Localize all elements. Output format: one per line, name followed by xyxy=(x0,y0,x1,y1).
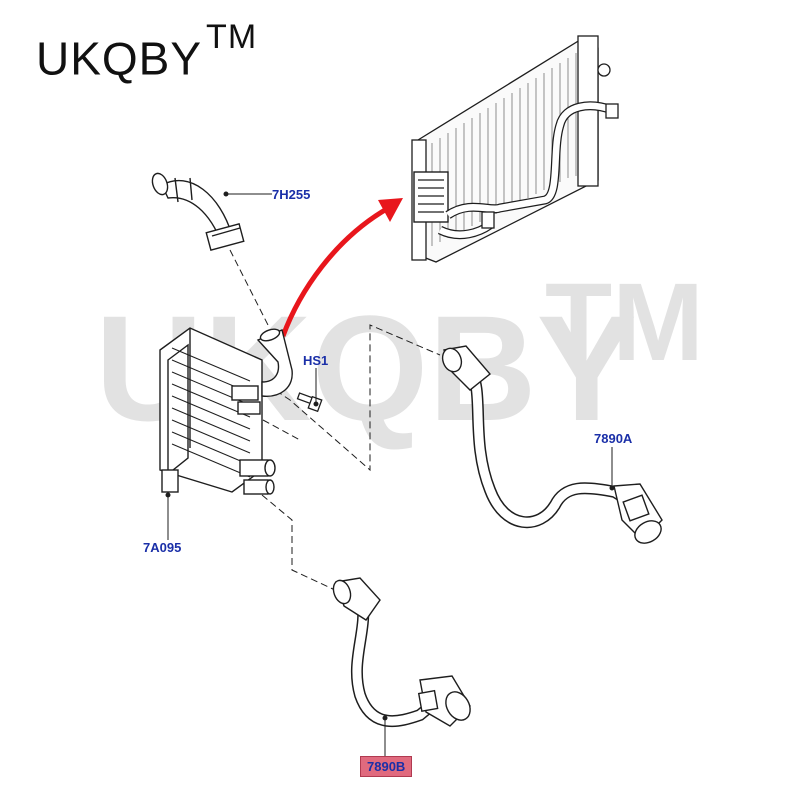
watermark-tm: TM xyxy=(545,261,704,384)
brand-name: UKQBY xyxy=(36,32,203,85)
transmission-cooler-hose-a-icon xyxy=(441,345,663,544)
brand-trademark: TM xyxy=(206,18,258,56)
callout-7a095: 7A095 xyxy=(143,540,182,555)
callout-7890b: 7890B xyxy=(360,756,413,777)
callout-7h255: 7H255 xyxy=(272,187,311,202)
callout-hs1: HS1 xyxy=(303,353,329,368)
upper-coolant-hose-icon xyxy=(151,172,245,251)
oil-cooler-icon xyxy=(159,327,293,495)
red-curved-arrow-icon xyxy=(280,198,403,337)
radiator-icon xyxy=(411,35,619,263)
callout-leaders xyxy=(165,191,615,756)
transmission-cooler-hose-b-icon xyxy=(332,577,471,728)
callout-7890a: 7890A xyxy=(594,431,633,446)
